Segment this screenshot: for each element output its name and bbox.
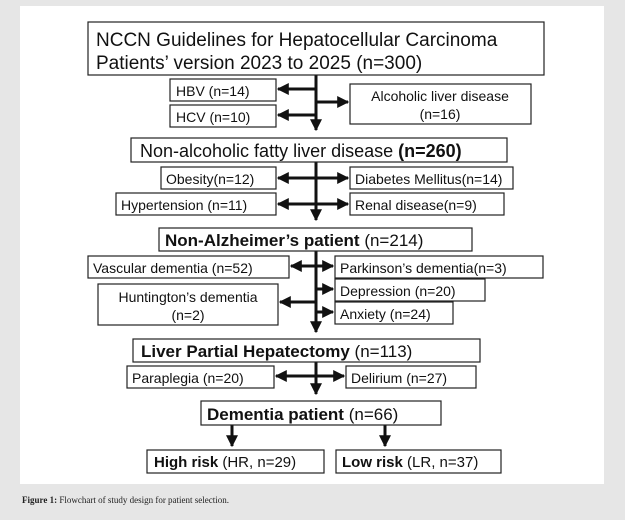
huntington-box: Huntington’s dementia (n=2) <box>97 283 279 326</box>
hbv-label: HBV (n=14) <box>176 83 250 99</box>
huntington-line1: Huntington’s dementia <box>118 289 257 305</box>
hypertension-box: Hypertension (n=11) <box>115 192 277 216</box>
delirium-box: Delirium (n=27) <box>345 365 477 389</box>
caption-label: Figure 1: <box>22 495 58 505</box>
dementia-label: Dementia patient (n=66) <box>207 405 398 424</box>
obesity-label: Obesity(n=12) <box>166 171 254 187</box>
alcoholic-line2: (n=16) <box>420 106 461 122</box>
high-risk-box: High risk (HR, n=29) <box>146 449 325 474</box>
depression-label: Depression (n=20) <box>340 283 456 299</box>
title-line2: Patients’ version 2023 to 2025 (n=300) <box>96 53 422 74</box>
hbv-box: HBV (n=14) <box>169 78 277 102</box>
parkinson-box: Parkinson’s dementia(n=3) <box>334 255 544 279</box>
flowchart: NCCN Guidelines for Hepatocellular Carci… <box>87 21 545 474</box>
hcv-label: HCV (n=10) <box>176 109 250 125</box>
alcoholic-box: Alcoholic liver disease (n=16) <box>349 83 532 125</box>
high-risk-label: High risk (HR, n=29) <box>154 454 296 471</box>
alcoholic-line1: Alcoholic liver disease <box>371 88 509 104</box>
connectors <box>226 75 391 448</box>
vascular-box: Vascular dementia (n=52) <box>87 255 290 279</box>
anxiety-box: Anxiety (n=24) <box>334 301 454 325</box>
nafld-box: Non-alcoholic fatty liver disease (n=260… <box>130 137 508 163</box>
hcv-box: HCV (n=10) <box>169 104 277 128</box>
paraplegia-box: Paraplegia (n=20) <box>126 365 275 389</box>
delirium-label: Delirium (n=27) <box>351 370 447 386</box>
renal-label: Renal disease(n=9) <box>355 197 477 213</box>
low-risk-label: Low risk (LR, n=37) <box>342 454 478 471</box>
renal-box: Renal disease(n=9) <box>349 192 505 216</box>
non-alzheimer-box: Non-Alzheimer’s patient (n=214) <box>158 227 473 252</box>
obesity-box: Obesity(n=12) <box>160 166 277 190</box>
depression-box: Depression (n=20) <box>334 278 486 302</box>
diabetes-box: Diabetes Mellitus(n=14) <box>349 166 514 190</box>
low-risk-box: Low risk (LR, n=37) <box>335 449 502 474</box>
vascular-label: Vascular dementia (n=52) <box>93 260 253 276</box>
anxiety-label: Anxiety (n=24) <box>340 306 431 322</box>
parkinson-label: Parkinson’s dementia(n=3) <box>340 260 507 276</box>
figure-caption: Figure 1: Flowchart of study design for … <box>22 495 229 505</box>
caption-text: Flowchart of study design for patient se… <box>57 495 230 505</box>
dementia-box: Dementia patient (n=66) <box>200 400 442 426</box>
huntington-line2: (n=2) <box>171 307 204 323</box>
nafld-label: Non-alcoholic fatty liver disease (n=260… <box>140 141 462 161</box>
liver-label: Liver Partial Hepatectomy (n=113) <box>141 342 412 361</box>
title-box: NCCN Guidelines for Hepatocellular Carci… <box>87 21 545 76</box>
liver-box: Liver Partial Hepatectomy (n=113) <box>132 338 481 363</box>
hypertension-label: Hypertension (n=11) <box>121 197 247 213</box>
non-alzheimer-label: Non-Alzheimer’s patient (n=214) <box>165 231 423 250</box>
paraplegia-label: Paraplegia (n=20) <box>132 370 244 386</box>
title-line1: NCCN Guidelines for Hepatocellular Carci… <box>96 30 498 51</box>
diabetes-label: Diabetes Mellitus(n=14) <box>355 171 502 187</box>
